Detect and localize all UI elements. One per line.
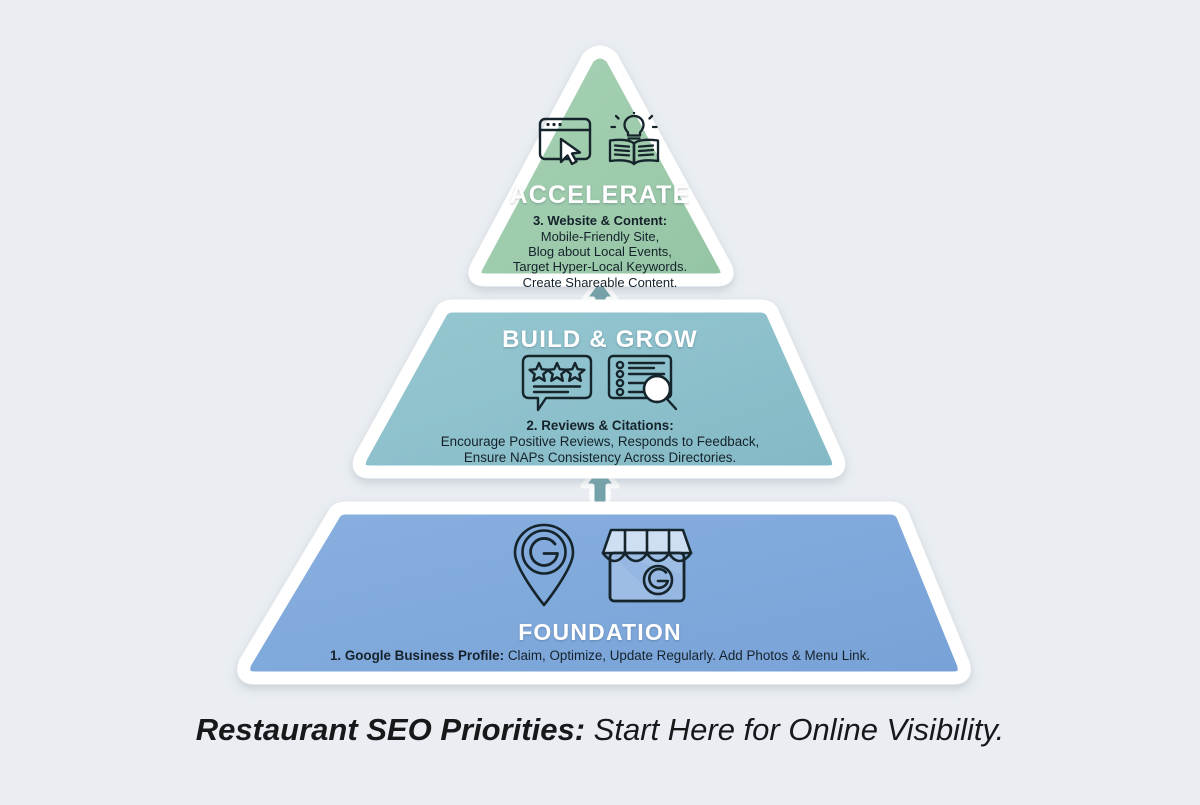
tier-foundation-icons [490,522,710,608]
tier-accelerate-shape[interactable] [468,45,734,287]
caption-rest: Start Here for Online Visibility. [585,712,1005,747]
directory-search-icon [607,354,678,411]
caption: Restaurant SEO Priorities: Start Here fo… [0,712,1200,748]
tier-build-grow-shape[interactable] [352,299,846,479]
review-stars-icon [521,354,593,412]
caption-strong: Restaurant SEO Priorities: [195,712,586,747]
tier-accelerate-icons [510,112,690,170]
tier-build-grow-icons [505,352,695,414]
google-map-pin-icon [513,523,575,607]
book-lightbulb-icon [608,112,660,166]
storefront-icon [601,528,693,603]
browser-cursor-icon [538,117,592,166]
tier-foundation-shape[interactable] [237,501,971,685]
